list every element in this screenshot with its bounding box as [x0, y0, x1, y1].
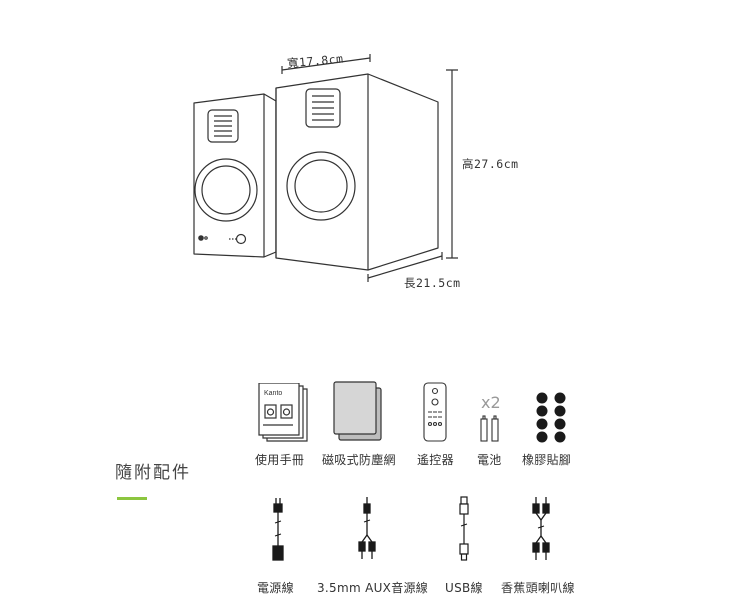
accessory-label-manual: 使用手冊 [255, 453, 305, 467]
accent-bar [117, 497, 147, 500]
speaker-wire-icon [532, 497, 550, 560]
left-speaker [193, 93, 277, 258]
height-dimension: 高27.6cm [462, 157, 519, 171]
right-speaker [275, 73, 439, 271]
length-dimension: 長21.5cm [404, 276, 461, 290]
accessory-label-aux-cable: 3.5mm AUX音源線 [317, 581, 429, 595]
aux-cable-icon [358, 497, 376, 559]
magnetic-grille-icon [333, 381, 382, 441]
accessory-label-battery: 電池 [477, 453, 502, 467]
accessory-label-feet: 橡膠貼腳 [522, 453, 572, 467]
section-title: 隨附配件 [115, 463, 191, 483]
svg-text:Kanto: Kanto [264, 390, 282, 397]
accessory-label-speaker-wire: 香蕉頭喇叭線 [501, 581, 575, 595]
manual-icon: Kanto [258, 383, 308, 442]
power-cable-icon [272, 498, 284, 561]
accessory-label-grille: 磁吸式防塵網 [322, 453, 396, 467]
battery-icon [480, 415, 499, 442]
battery-badge: x2 [481, 393, 501, 412]
speakers-illustration [193, 54, 458, 282]
accessory-label-remote: 遙控器 [417, 453, 454, 467]
remote-control-icon [423, 382, 447, 442]
accessory-label-power-cable: 電源線 [257, 581, 294, 595]
usb-cable-icon [459, 496, 469, 561]
rubber-feet-icon [536, 392, 566, 443]
accessory-label-usb-cable: USB線 [445, 581, 483, 595]
